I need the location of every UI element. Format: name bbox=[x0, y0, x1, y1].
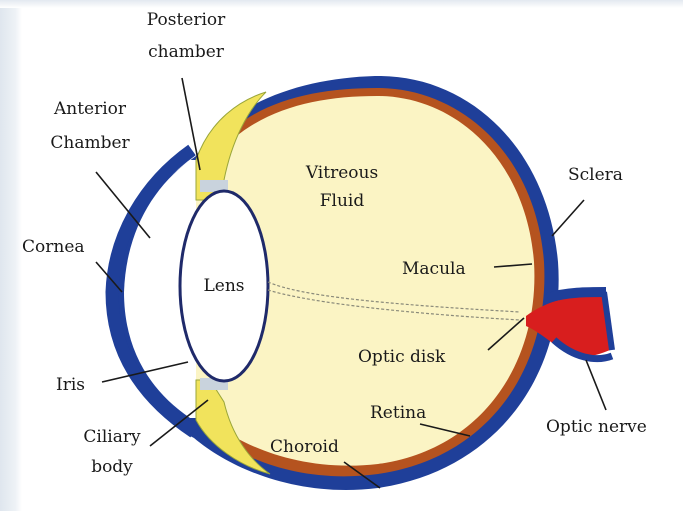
label-retina: Retina bbox=[370, 403, 426, 423]
label-iris: Iris bbox=[56, 375, 85, 395]
label-posterior-chamber-line1: Posterior bbox=[147, 10, 226, 30]
label-vitreous-line1: Vitreous bbox=[305, 163, 378, 183]
label-anterior-chamber-line2: Chamber bbox=[50, 133, 130, 153]
label-anterior-chamber-line1: Anterior bbox=[53, 99, 127, 119]
leader-optic-nerve bbox=[586, 360, 606, 410]
leader-sclera bbox=[552, 200, 584, 236]
label-sclera: Sclera bbox=[568, 165, 623, 185]
label-choroid: Choroid bbox=[270, 437, 339, 457]
label-cornea: Cornea bbox=[22, 237, 85, 257]
label-ciliary-body-line1: Ciliary bbox=[83, 427, 141, 447]
label-ciliary-body-line2: body bbox=[91, 457, 133, 477]
label-posterior-chamber-line2: chamber bbox=[148, 42, 225, 62]
label-macula: Macula bbox=[402, 259, 466, 279]
label-optic-disk: Optic disk bbox=[358, 347, 446, 367]
label-optic-nerve: Optic nerve bbox=[546, 417, 647, 437]
label-lens: Lens bbox=[203, 276, 244, 296]
label-vitreous-line2: Fluid bbox=[320, 191, 365, 211]
